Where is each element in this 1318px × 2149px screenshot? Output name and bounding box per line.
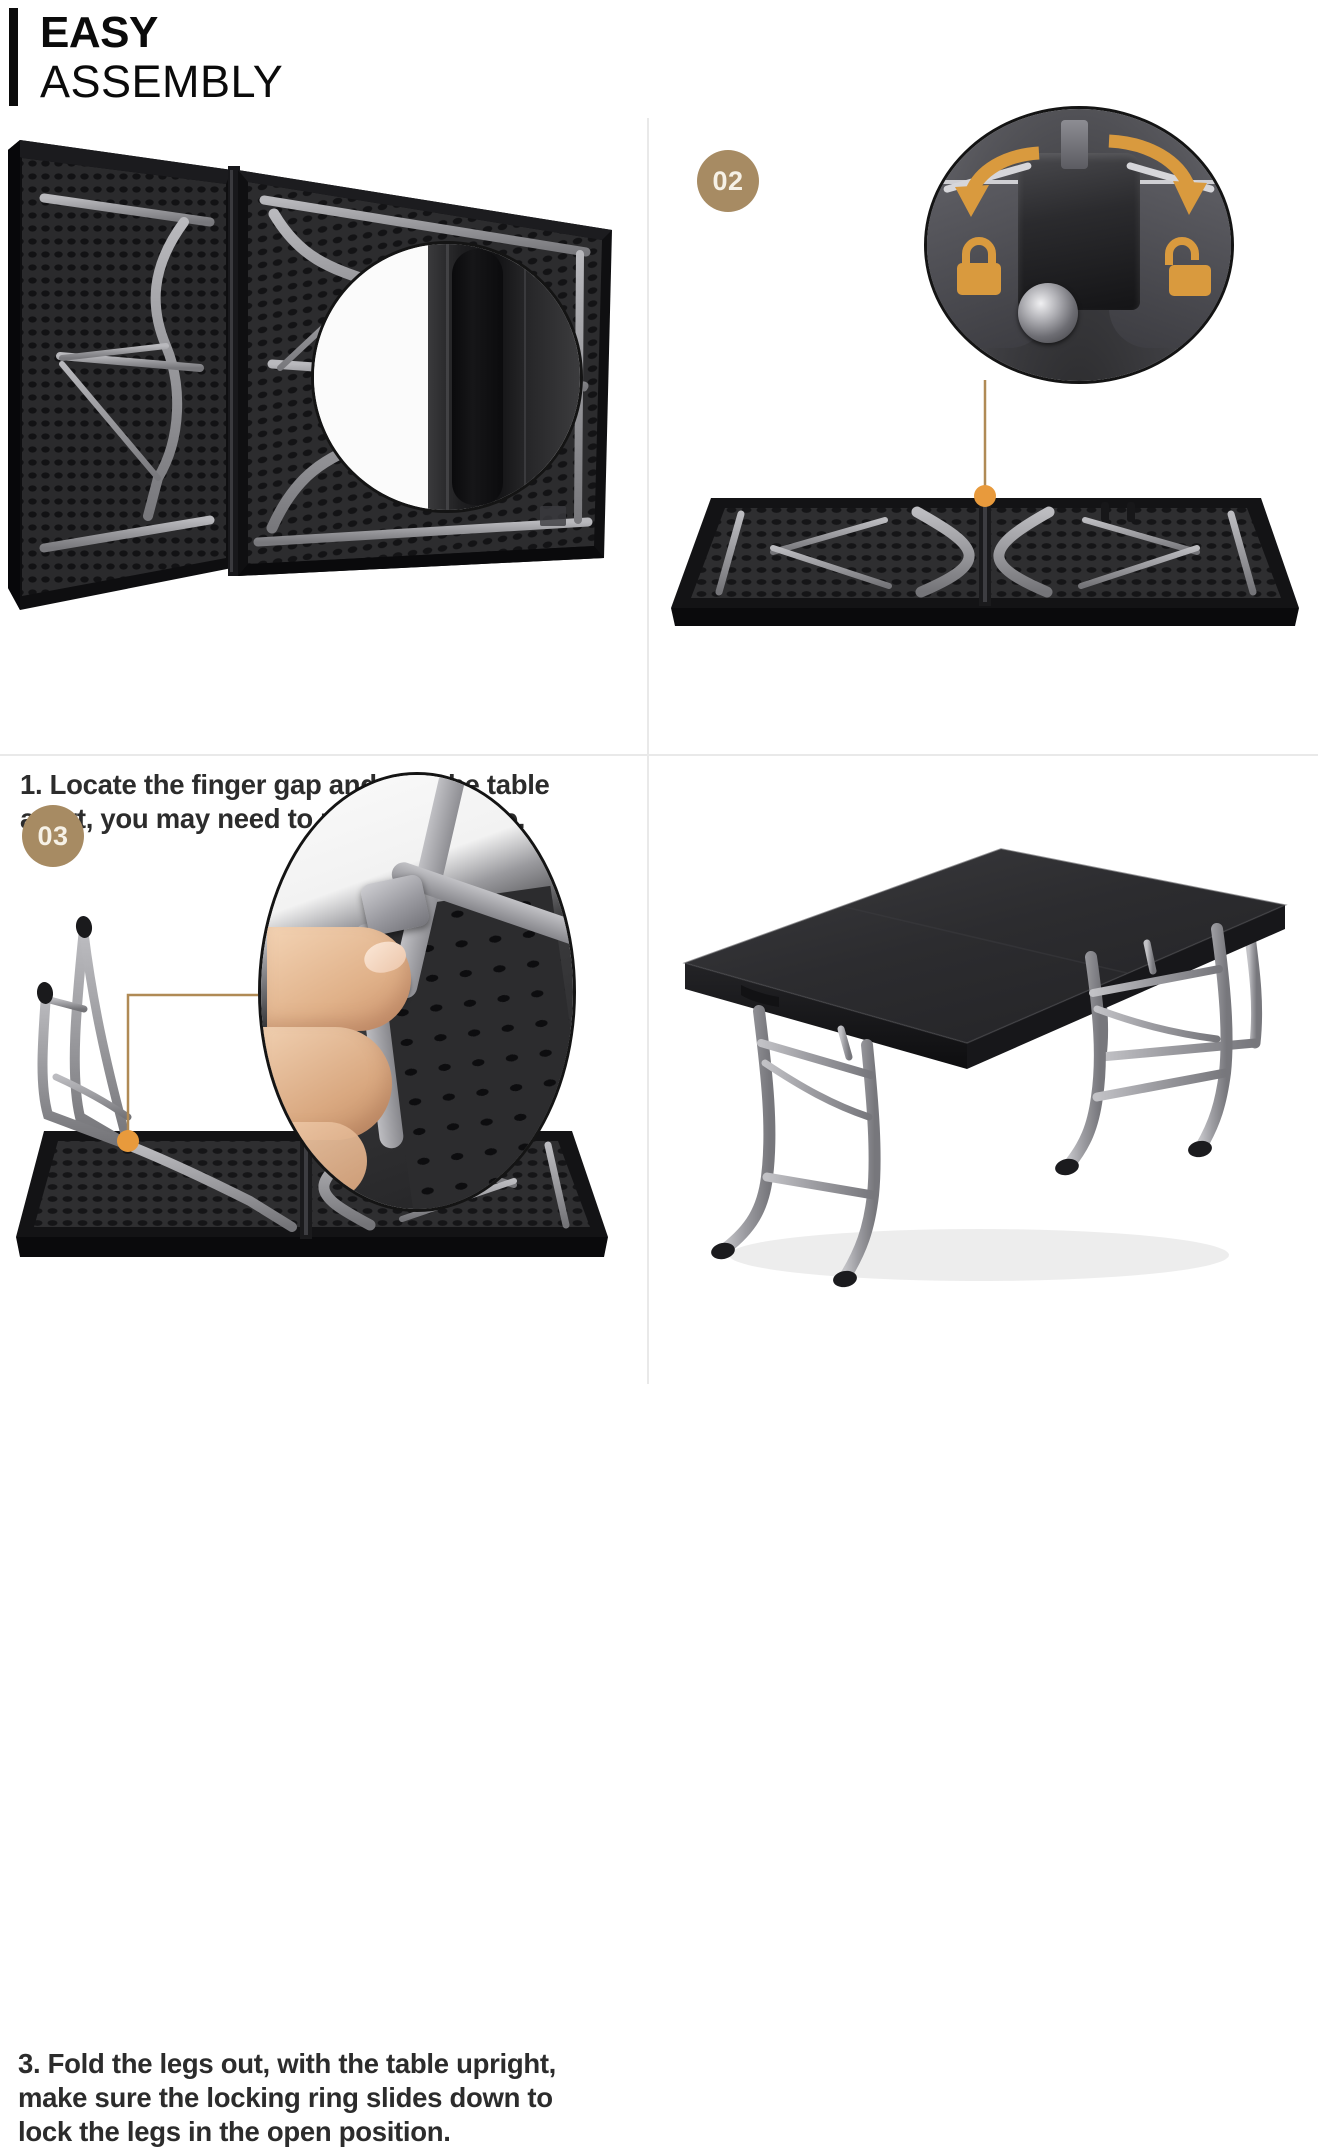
thumb (261, 1122, 368, 1201)
step-3-illustration (0, 757, 647, 1384)
table-half-left (8, 140, 232, 610)
step-1-illustration (0, 118, 647, 755)
magnifier-finger-gap (311, 241, 583, 513)
page-title: EASY ASSEMBLY (40, 8, 283, 108)
leader-line-3 (126, 993, 258, 1135)
vertical-divider (647, 118, 649, 1384)
finger-lower (261, 1026, 393, 1140)
step-4-illustration (649, 757, 1318, 1384)
step-panel-4: 4. Up side down the table and finish. (649, 757, 1318, 1384)
horizontal-divider (0, 754, 1318, 756)
step-panel-1: 01 (0, 118, 647, 834)
closed-padlock-icon (957, 237, 1001, 295)
step-panel-3: 03 (0, 757, 647, 2147)
title-line-easy: EASY (40, 8, 158, 57)
step-badge-02: 02 (697, 150, 759, 212)
header: EASY ASSEMBLY (0, 0, 1318, 140)
title-line-assembly: ASSEMBLY (40, 56, 284, 107)
curved-arrow-right (1108, 134, 1196, 190)
callout-dot-2 (974, 485, 996, 507)
curved-arrows (955, 134, 1207, 217)
step-badge-03: 03 (22, 805, 84, 867)
title-accent-bar (9, 8, 18, 106)
table-legs-near (719, 923, 1233, 1283)
arrow-head-left (955, 185, 989, 217)
raised-leg-assembly (37, 924, 297, 1232)
flat-table-body (671, 498, 1299, 626)
magnifier-locking-ring (258, 772, 576, 1212)
step-3-caption: 3. Fold the legs out, with the table upr… (18, 2048, 557, 2147)
table-flat-svg (671, 380, 1299, 626)
arrow-head-right (1173, 181, 1207, 215)
assembled-table-svg (682, 848, 1288, 1288)
leg-foot-caps (711, 1140, 1212, 1288)
step-panel-2: 02 (649, 106, 1318, 755)
step-2-illustration (649, 106, 1318, 755)
panel-grid (0, 118, 1318, 1384)
open-padlock-icon (1165, 237, 1211, 296)
callout-dot-3 (117, 1130, 139, 1152)
table-hinge (228, 166, 240, 576)
magnifier-lock-tab (924, 106, 1234, 384)
